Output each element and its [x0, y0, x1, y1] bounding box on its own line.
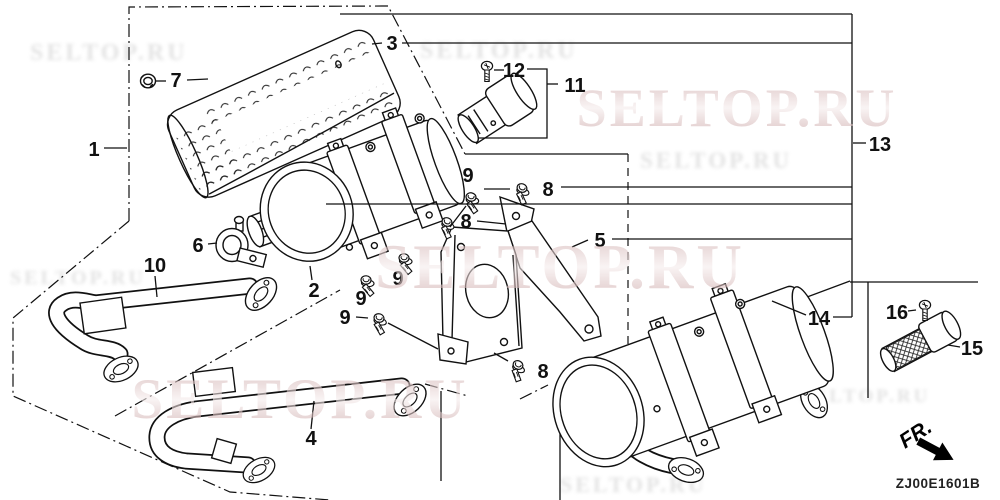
- part-10-exhaust-pipe: [48, 271, 284, 388]
- callout-9: 9: [355, 288, 366, 310]
- callout-14: 14: [808, 308, 831, 330]
- faint-watermark-rows: SELTOP.RU SELTOP.RU SELTOP.RU SELTOP.RU …: [10, 38, 930, 497]
- leader-2: [309, 265, 313, 281]
- boundary-segment: [424, 383, 469, 397]
- callout-9: 9: [339, 307, 350, 329]
- leader-lines: [104, 42, 961, 430]
- bracket-11-12: [478, 68, 548, 139]
- callout-11: 11: [564, 75, 585, 97]
- callout-12: 12: [503, 60, 525, 82]
- callout-8: 8: [537, 361, 548, 383]
- callout-8: 8: [460, 211, 471, 233]
- part-5-bracket: [437, 195, 602, 365]
- leader-6: [207, 242, 218, 245]
- leader-9a: [449, 205, 467, 228]
- leader-9d-tick: [355, 316, 369, 319]
- callout-9: 9: [462, 165, 473, 187]
- assembly-box-diagonal: [114, 289, 341, 417]
- part-6-pipe-clamp: [215, 215, 268, 269]
- leader-5-left: [571, 239, 589, 248]
- callout-labels: 1 2 3 4 5 6 7 8 8 8 9 9 9 9 10 11 12 13 …: [88, 33, 983, 450]
- callout-5: 5: [594, 230, 605, 252]
- part-12-screw: [480, 60, 494, 83]
- part-9-bolt: [369, 312, 390, 337]
- part-4-exhaust-pipe: [148, 366, 433, 489]
- faint-row: SELTOP.RU: [640, 148, 792, 173]
- faint-row: SELTOP.RU: [30, 40, 188, 66]
- fr-arrow-icon: [916, 437, 954, 461]
- faint-row: SELTOP.RU: [10, 267, 146, 289]
- part-8-bolt: [506, 358, 529, 384]
- callout-8: 8: [542, 179, 553, 201]
- leader-9d: [387, 322, 439, 350]
- assembly-box-left-outline: [12, 220, 331, 500]
- leader-3-left: [371, 42, 383, 45]
- callout-13: 13: [869, 134, 891, 156]
- part-16-screw: [918, 299, 932, 322]
- watermarks: SELTOP.RU SELTOP.RU SELTOP.RU: [132, 78, 898, 431]
- part-2-muffler: [246, 107, 466, 262]
- callout-9: 9: [392, 268, 403, 290]
- direction-indicator: FR.: [895, 415, 954, 461]
- faint-row: SELTOP.RU: [420, 38, 578, 64]
- callout-6: 6: [192, 235, 203, 257]
- leader-8c: [493, 352, 509, 362]
- leader-7-right: [186, 78, 209, 81]
- diagram-code: ZJ00E1601B: [896, 476, 981, 491]
- leader-10: [154, 275, 158, 298]
- leader-16-tick: [907, 309, 917, 312]
- callout-3: 3: [386, 33, 397, 55]
- watermark-top: SELTOP.RU: [577, 78, 898, 138]
- part-15-arrester-screen: [879, 310, 962, 373]
- callout-16: 16: [886, 302, 908, 324]
- callout-2: 2: [308, 280, 319, 302]
- leader-4: [310, 400, 315, 430]
- watermark-middle: SELTOP.RU: [375, 232, 745, 302]
- faint-row: SELTOP.RU: [800, 386, 930, 407]
- leader-15-tick: [947, 344, 961, 348]
- boundary-segment: [519, 384, 549, 400]
- assembly-box-1-outline: [128, 5, 466, 221]
- leader-14-left: [771, 300, 807, 316]
- watermark-bottom: SELTOP.RU: [132, 368, 469, 431]
- callout-4: 4: [305, 428, 317, 450]
- callout-15: 15: [961, 338, 983, 360]
- callout-10: 10: [144, 255, 166, 277]
- part-14-muffler: [552, 282, 834, 488]
- part-7-nut: [139, 73, 157, 89]
- callout-7: 7: [170, 70, 181, 92]
- leader-8b: [476, 220, 507, 225]
- part-3-muffler-protector: [166, 29, 401, 199]
- callout-1: 1: [88, 139, 99, 161]
- part-11-spark-arrester: [457, 72, 538, 145]
